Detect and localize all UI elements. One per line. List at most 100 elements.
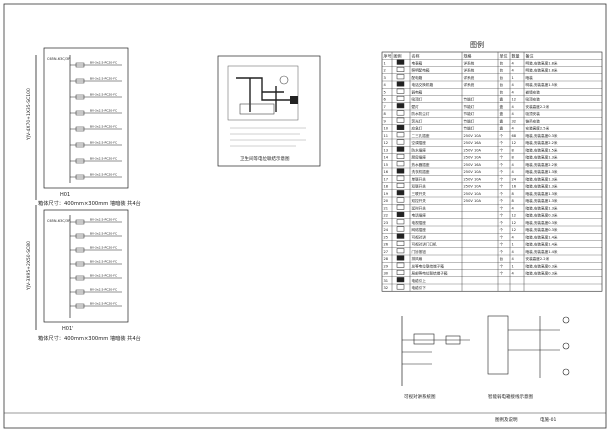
legend-symbol <box>396 197 405 203</box>
legend-cell: 250V 16A <box>464 141 482 145</box>
legend-cell: 68 <box>512 134 517 138</box>
legend-cell: 个 <box>500 198 504 203</box>
branch-breaker <box>75 275 85 281</box>
legend-header-cell: 数量 <box>512 52 520 58</box>
legend-cell: 12 <box>512 228 517 232</box>
legend-cell: 29 <box>384 264 389 268</box>
legend-cell: 250V 10A <box>464 185 482 189</box>
legend-cell: 安装高度2.2米 <box>526 256 550 261</box>
branch-label: BV-3x2.5-PC20-FC <box>90 157 117 161</box>
branch-label: BV-3x2.5-PC20-FC <box>90 232 117 236</box>
legend-cell: 暗装,安装高度0.3米 <box>526 213 558 218</box>
branch-label: BV-3x2.5-PC20-FC <box>90 93 117 97</box>
legend-cell: 台 <box>500 68 504 73</box>
legend-cell: 21 <box>384 206 389 210</box>
legend-symbol <box>396 59 405 65</box>
branch-label: BV-3x2.5-PC20-FC <box>90 288 117 292</box>
legend-symbol <box>396 95 405 101</box>
legend-cell: 防水防尘灯 <box>412 111 430 116</box>
branch-breaker <box>75 289 85 295</box>
legend-symbol <box>396 168 405 174</box>
legend-cell: 暗装,安装高度1.3米 <box>526 169 558 174</box>
branch-label: BV-3x2.5-PC20-FC <box>90 61 117 65</box>
legend-cell: 电话交换机箱 <box>412 82 434 87</box>
legend-cell: 局部等电位联结端子箱 <box>412 271 448 276</box>
legend-cell: 个 <box>500 155 504 160</box>
legend-cell: 4 <box>512 250 515 254</box>
legend-cell: 14 <box>384 156 389 160</box>
legend-symbol <box>396 190 405 196</box>
legend-symbol <box>396 240 405 246</box>
legend-symbol <box>396 81 405 87</box>
legend-cell: 18 <box>384 185 389 189</box>
legend-cell: 1 <box>512 264 514 268</box>
legend-symbol <box>396 226 405 232</box>
legend-symbol <box>396 277 405 283</box>
branch-breaker <box>75 247 85 253</box>
title-block-text-1: 图例及说明 <box>495 416 518 423</box>
legend-header-cell: 单位 <box>500 52 508 58</box>
legend-cell: 吸顶灯 <box>412 97 423 102</box>
legend-cell: 250V 10A <box>464 199 482 203</box>
legend-cell: 节能灯 <box>464 104 475 109</box>
legend-cell: 17 <box>384 177 389 181</box>
legend-cell: 台 <box>500 82 504 87</box>
panel-tag-2: H01' <box>62 326 74 332</box>
legend-cell: 荧光灯 <box>412 118 423 123</box>
branch-breaker <box>75 94 85 100</box>
panel-tag-1: H01 <box>60 192 70 198</box>
legend-cell: 个 <box>500 176 504 181</box>
legend-cell: 暗装,安装高度1.3米 <box>526 176 558 181</box>
branch-label: BV-3x2.5-PC20-FC <box>90 302 117 306</box>
legend-symbol <box>396 153 405 159</box>
legend-symbol <box>396 124 405 130</box>
legend-cell: 暗装,安装高度0.3米 <box>526 263 558 268</box>
legend-cell: 应急灯 <box>412 126 423 131</box>
legend-cell: 壁灯 <box>412 104 420 109</box>
branch-label: BV-3x2.5-PC20-FC <box>90 260 117 264</box>
legend-cell: 6 <box>384 98 387 102</box>
branch-label: BV-3x2.5-PC20-FC <box>90 246 117 250</box>
legend-cell: 暗装,安装高度1.3米 <box>526 205 558 210</box>
panel-box-2 <box>43 209 129 323</box>
legend-cell: 1 <box>512 76 514 80</box>
legend-cell: 个 <box>500 220 504 225</box>
legend-cell: 明装,安装高度1.8米 <box>526 60 558 65</box>
branch-breaker <box>75 78 85 84</box>
legend-cell: 照明配电箱 <box>412 68 430 73</box>
legend-cell: 可视对讲门口机 <box>412 242 438 247</box>
legend-symbol <box>396 204 405 210</box>
branch-breaker <box>75 142 85 148</box>
legend-cell: 暗装 <box>526 75 534 80</box>
legend-cell: 电视插座 <box>412 220 427 225</box>
legend-cell: 12 <box>512 214 517 218</box>
legend-cell: 8 <box>512 192 515 196</box>
legend-cell: 盏 <box>500 104 504 109</box>
legend-cell: 19 <box>384 192 389 196</box>
intercom-diagram: 可视对讲系统图 <box>401 316 470 400</box>
legend-cell: 28 <box>384 257 389 261</box>
legend-cell: 4 <box>512 90 515 94</box>
branch-breaker <box>75 126 85 132</box>
legend-cell: 暗装,安装高度1.3米 <box>526 184 558 189</box>
legend-cell: 盏 <box>500 111 504 116</box>
panel-box-1 <box>43 47 129 189</box>
legend-cell: 详系统 <box>464 68 475 73</box>
legend-cell: 22 <box>384 214 389 218</box>
legend-title: 图例 <box>470 40 484 49</box>
branch-breaker <box>75 233 85 239</box>
main-breaker-label-2: C65N-63C/3P <box>47 219 70 223</box>
legend-cell: 防水插座 <box>412 147 427 152</box>
terminal-box-symbol <box>290 96 298 104</box>
legend-cell: 盏 <box>500 126 504 131</box>
branch-label: BV-3x2.5-PC20-FC <box>90 173 117 177</box>
legend-cell: 详系统 <box>464 60 475 65</box>
branch-breaker <box>75 174 85 180</box>
legend-cell: 详系统 <box>464 82 475 87</box>
legend-cell: 12 <box>512 98 517 102</box>
smartbox-caption: 智能弱电箱接线示意图 <box>488 393 533 400</box>
legend-cell: 节能灯 <box>464 126 475 131</box>
legend-cell: 个 <box>500 213 504 218</box>
legend-header-cell: 规格 <box>464 52 472 58</box>
